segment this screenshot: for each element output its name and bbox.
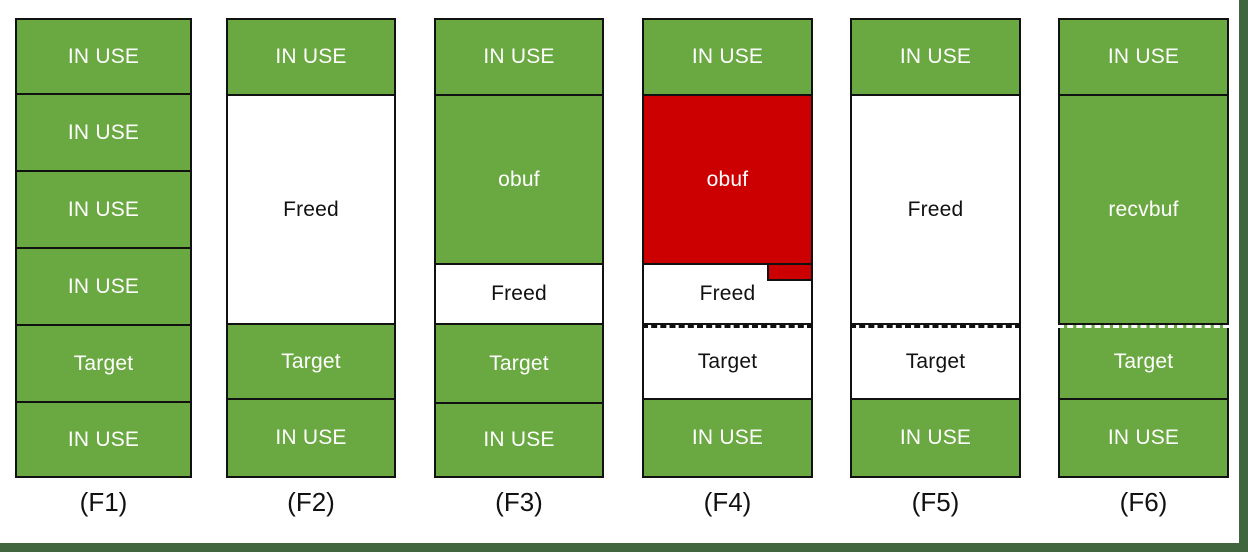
chunk-block: IN USE [850,18,1021,96]
chunk-block: obuf [434,96,604,265]
chunk-block: Target [15,326,192,403]
chunk-block: IN USE [15,172,192,249]
chunk-block: Target [226,325,396,400]
chunk-block: IN USE [642,18,813,96]
frame-right-edge [1239,0,1248,552]
logical-chunk-divider [850,325,1021,328]
logical-chunk-divider [1058,325,1229,328]
column-caption-f1: (F1) [79,487,128,517]
chunk-block: IN USE [15,95,192,172]
frame-bottom-spacer [0,539,1239,543]
chunk-block: Target [642,325,813,400]
chunk-block: IN USE [226,18,396,96]
chunk-block: IN USE [1058,18,1229,96]
chunk-block: Target [1058,325,1229,400]
chunk-block: IN USE [434,404,604,478]
column-caption-f4: (F4) [703,487,752,517]
chunk-block: Target [434,325,604,404]
chunk-block: IN USE [226,400,396,478]
chunk-block: IN USE [15,403,192,478]
chunk-block: Freed [434,265,604,325]
chunk-block: IN USE [15,249,192,326]
frame-bottom-edge [0,543,1248,552]
heap-overflow-tab [767,265,813,281]
column-caption-f3: (F3) [495,487,543,517]
chunk-block: IN USE [642,400,813,478]
chunk-block: recvbuf [1058,96,1229,325]
chunk-block: obuf [642,96,813,265]
chunk-block: Freed [850,96,1021,325]
chunk-block: IN USE [434,18,604,96]
chunk-block: IN USE [850,400,1021,478]
column-caption-f5: (F5) [911,487,960,517]
chunk-block: Target [850,325,1021,400]
logical-chunk-divider [642,325,813,328]
chunk-block: IN USE [15,18,192,95]
chunk-block: IN USE [1058,400,1229,478]
column-caption-f2: (F2) [287,487,335,517]
chunk-block: Freed [226,96,396,325]
column-caption-f6: (F6) [1119,487,1168,517]
